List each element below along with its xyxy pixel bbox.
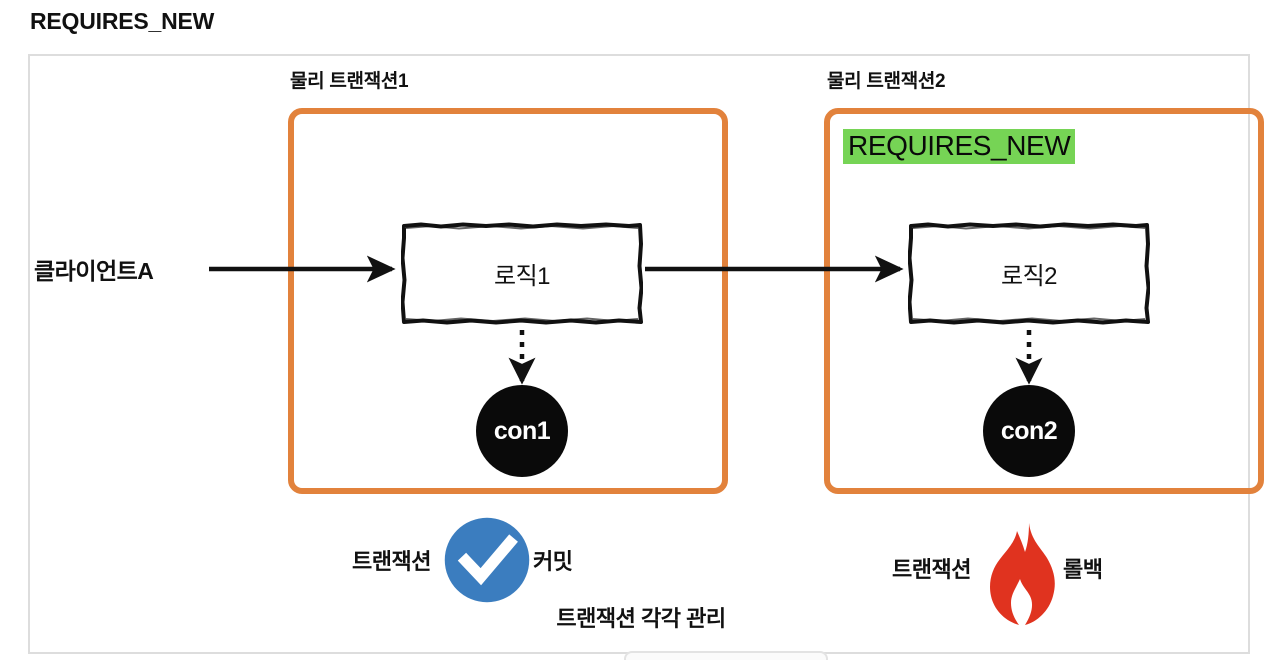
transaction-1-caption: 물리 트랜잭션1	[290, 71, 409, 92]
client-label: 클라이언트A	[34, 258, 154, 284]
propagation-badge: REQUIRES_NEW	[843, 129, 1076, 165]
transaction-1-boundary	[288, 108, 728, 494]
logic-box-2: 로직2	[908, 222, 1150, 325]
transaction-2-boundary	[824, 108, 1264, 494]
commit-status-row: 트랜잭션 커밋	[352, 516, 573, 604]
flame-icon	[989, 523, 1055, 625]
bottom-partial-widget[interactable]	[624, 651, 828, 660]
rollback-status-row: 트랜잭션 롤백	[892, 516, 1103, 625]
connection-circle-2: con2	[983, 385, 1075, 477]
logic-box-1: 로직1	[401, 222, 643, 325]
transaction-2-caption: 물리 트랜잭션2	[827, 71, 946, 92]
footer-caption: 트랜잭션 각각 관리	[556, 606, 726, 631]
rollback-transaction-label: 트랜잭션	[892, 557, 971, 582]
connection-circle-2-label: con2	[1000, 416, 1058, 445]
page-title: REQUIRES_NEW	[30, 8, 215, 34]
logic-box-1-label: 로직1	[493, 263, 551, 290]
logic-box-2-label: 로직2	[1000, 263, 1058, 290]
commit-result-label: 커밋	[532, 549, 573, 574]
connection-circle-1: con1	[476, 385, 568, 477]
commit-transaction-label: 트랜잭션	[352, 549, 431, 574]
rollback-result-label: 롤백	[1062, 557, 1103, 582]
check-circle-icon	[444, 517, 530, 603]
connection-circle-1-label: con1	[493, 416, 551, 445]
